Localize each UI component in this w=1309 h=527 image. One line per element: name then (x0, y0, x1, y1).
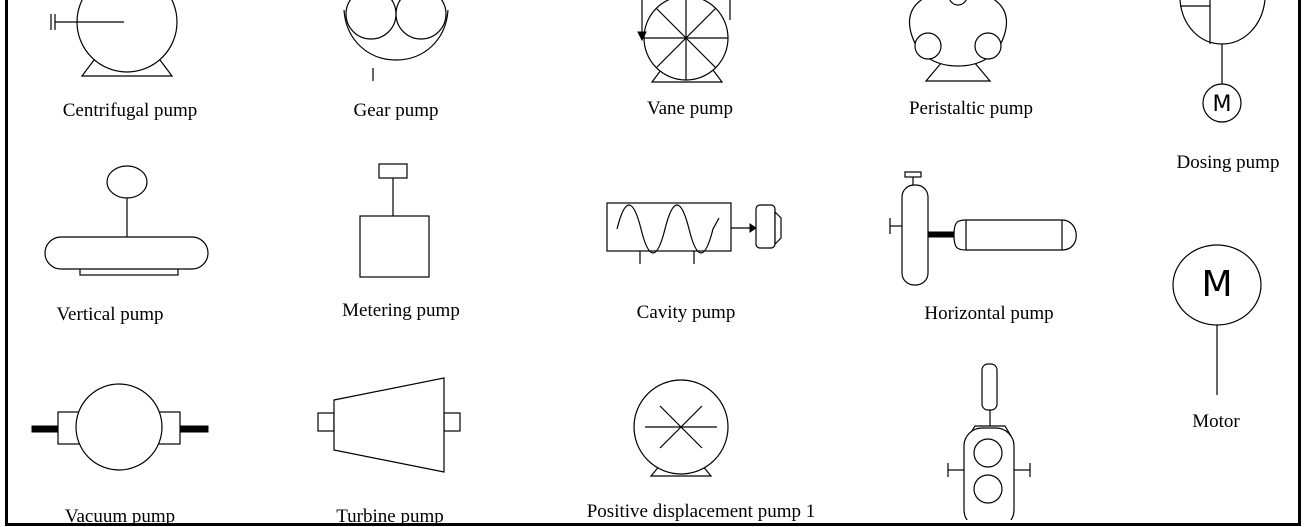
turbine-pump-symbol (317, 377, 461, 473)
multistage-pump-symbol (947, 363, 1031, 520)
label-vertical-pump: Vertical pump (56, 304, 164, 325)
cavity-pump-symbol (606, 202, 782, 264)
centrifugal-pump-symbol (50, 0, 178, 77)
label-horizontal-pump: Horizontal pump (924, 303, 1054, 324)
label-gear-pump: Gear pump (353, 100, 439, 121)
dosing-pump-symbol: M (1179, 0, 1266, 123)
label-positive-displacement-pump: Positive displacement pump 1 (586, 501, 816, 522)
vane-pump-symbol (637, 0, 731, 83)
label-motor: Motor (1192, 411, 1240, 432)
motor-symbol: M (1172, 244, 1262, 395)
label-vane-pump: Vane pump (646, 98, 734, 119)
gear-pump-symbol (343, 0, 449, 81)
vertical-pump-symbol (44, 165, 209, 276)
label-dosing-pump: Dosing pump (1176, 152, 1280, 173)
label-centrifugal-pump: Centrifugal pump (62, 100, 198, 121)
dosing-motor-letter: M (1213, 92, 1232, 117)
positive-displacement-pump-symbol (633, 379, 729, 477)
horizontal-pump-symbol (889, 171, 1077, 286)
peristaltic-pump-symbol (909, 0, 1007, 82)
label-turbine-pump: Turbine pump (336, 506, 444, 527)
metering-pump-symbol (359, 163, 430, 278)
motor-letter: M (1201, 264, 1232, 305)
label-vacuum-pump: Vacuum pump (64, 506, 176, 527)
label-cavity-pump: Cavity pump (636, 302, 736, 323)
label-peristaltic-pump: Peristaltic pump (908, 98, 1034, 119)
vacuum-pump-symbol (31, 383, 209, 471)
label-metering-pump: Metering pump (342, 300, 460, 321)
